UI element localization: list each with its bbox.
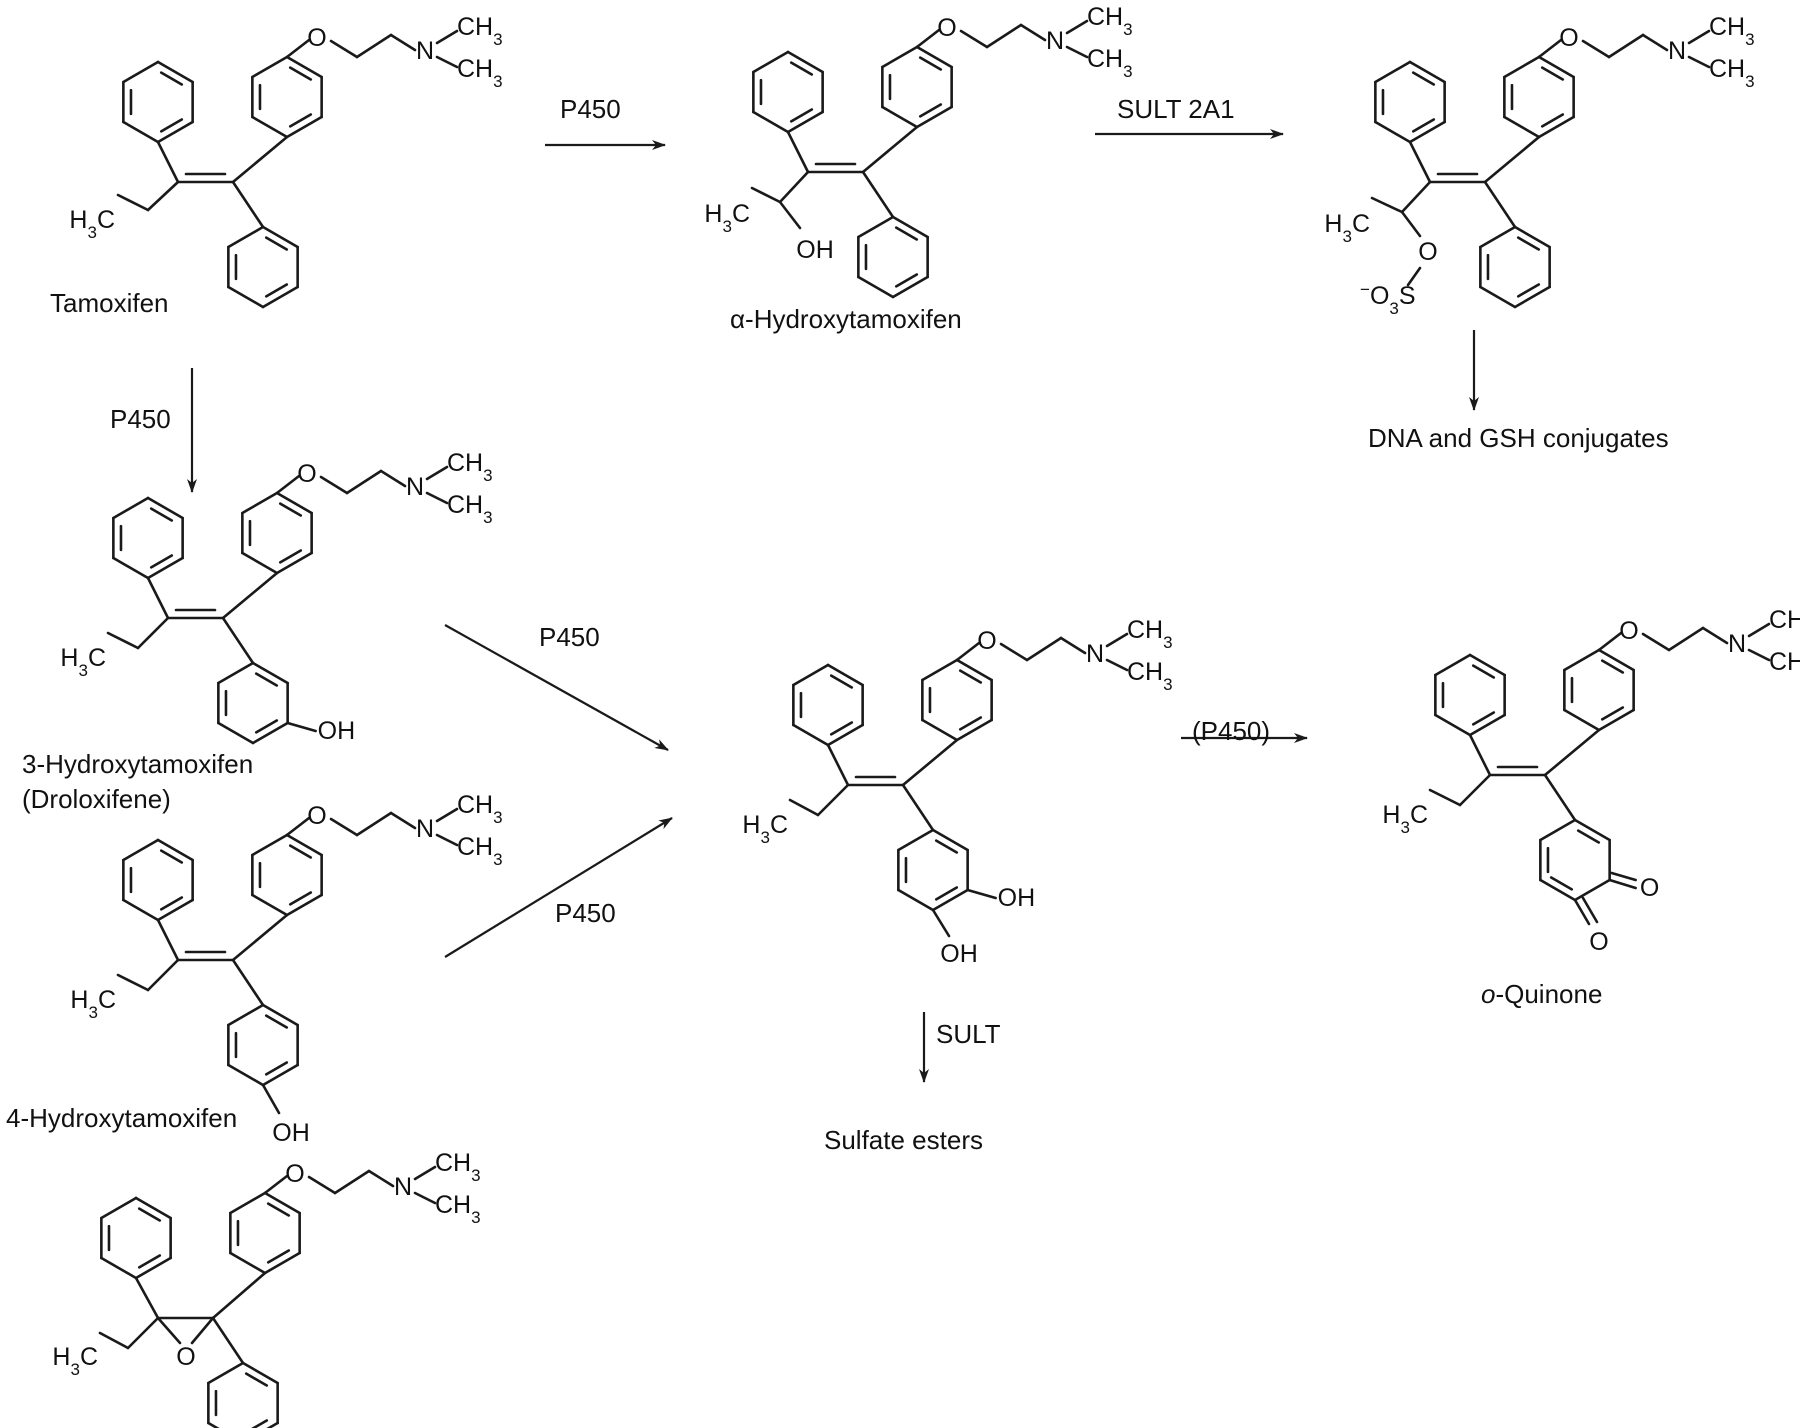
- quinone-methyl-upper: CH3: [1769, 606, 1800, 642]
- sulfate-methyl: H3C: [1324, 210, 1370, 246]
- tamoxifen-methyl-lower: CH3: [457, 55, 503, 91]
- sulfate-lower-ring: [1479, 225, 1551, 309]
- epoxide-nitrogen-atom: N: [394, 1173, 412, 1201]
- alpha-methyl: H3C: [704, 200, 750, 236]
- catechol-methyl: H3C: [742, 811, 788, 847]
- quinone-phenyl-ring: [1434, 653, 1506, 737]
- hydroxy4-oxygen-atom: O: [307, 802, 326, 830]
- catechol-nitrogen-atom: N: [1086, 640, 1104, 668]
- tamoxifen-phenyl-ring: [122, 60, 194, 144]
- hydroxy3-hydroxyl: OH: [318, 717, 356, 745]
- catechol-methyl-upper: CH3: [1127, 616, 1173, 652]
- hydroxy4-nitrogen-atom: N: [416, 815, 434, 843]
- enzyme-p450-top: P450: [560, 94, 621, 124]
- alpha-nitrogen-atom: N: [1046, 27, 1064, 55]
- quinone-oxygen-atom: O: [1619, 617, 1638, 645]
- tamoxifen-oxygen-atom: O: [307, 24, 326, 52]
- hydroxy4-methyl-upper: CH3: [457, 791, 503, 827]
- quinone-methyl-lower: CH3: [1769, 648, 1800, 684]
- sulfate-phenyl-ring: [1374, 60, 1446, 144]
- quinone-phenoxy-ring: [1563, 648, 1635, 732]
- epoxide-phenoxy-ring: [229, 1191, 301, 1275]
- enzyme-sult2a1: SULT 2A1: [1117, 94, 1235, 124]
- hydroxy3-phenoxy-ring: [241, 491, 313, 575]
- catechol-methyl-lower: CH3: [1127, 658, 1173, 694]
- label-3-hydroxytamoxifen: 3-Hydroxytamoxifen: [22, 749, 253, 779]
- alpha-oxygen-atom: O: [937, 14, 956, 42]
- molecule-skeletons: [98, 19, 1771, 1428]
- epoxide-methyl: H3C: [52, 1343, 98, 1379]
- label-4-hydroxytamoxifen: 4-Hydroxytamoxifen: [6, 1103, 237, 1133]
- alpha-methyl-upper: CH3: [1087, 3, 1133, 39]
- catechol-phenyl-ring: [792, 663, 864, 747]
- label-dna-gsh-conjugates: DNA and GSH conjugates: [1368, 423, 1669, 453]
- quinone-carbonyl-upper: O: [1640, 874, 1659, 902]
- epoxide-methyl-lower: CH3: [435, 1191, 481, 1227]
- epoxide-phenyl-ring: [100, 1196, 172, 1280]
- hydroxy4-methyl: H3C: [70, 986, 116, 1022]
- arrow-3-hydroxy-to-catechol: [444, 624, 669, 751]
- hydroxy4-phenyl-ring: [122, 838, 194, 922]
- catechol-lower-ring: [897, 828, 969, 912]
- alpha-methyl-lower: CH3: [1087, 45, 1133, 81]
- label-sulfate-esters: Sulfate esters: [824, 1125, 983, 1155]
- catechol-hydroxyl-para: OH: [940, 940, 978, 968]
- alpha-phenoxy-ring: [881, 45, 953, 129]
- epoxide-methyl-upper: CH3: [435, 1149, 481, 1185]
- hydroxy3-oxygen-atom: O: [297, 460, 316, 488]
- tamoxifen-nitrogen-atom: N: [416, 37, 434, 65]
- sulfate-oxygen-atom: O: [1559, 24, 1578, 52]
- sulfate-ester-oxygen: O: [1418, 238, 1437, 266]
- alpha-lower-ring: [857, 215, 929, 299]
- hydroxy4-hydroxyl: OH: [272, 1119, 310, 1147]
- enzyme-p450-left: P450: [110, 404, 171, 434]
- sulfate-methyl-lower: CH3: [1709, 55, 1755, 91]
- label-droloxifene: (Droloxifene): [22, 784, 171, 814]
- enzyme-p450-diag-lower: P450: [555, 898, 616, 928]
- epoxide-oxygen-atom: O: [285, 1160, 304, 1188]
- epoxide-lower-ring: [207, 1361, 279, 1428]
- catechol-phenoxy-ring: [921, 658, 993, 742]
- label-o-quinone: o-Quinone: [1481, 979, 1602, 1009]
- sulfate-methyl-upper: CH3: [1709, 13, 1755, 49]
- epoxide-oxygen: O: [176, 1343, 195, 1371]
- label-alpha-hydroxytamoxifen: α-Hydroxytamoxifen: [730, 304, 962, 334]
- hydroxy3-methyl-lower: CH3: [447, 491, 493, 527]
- quinone-carbonyl-lower: O: [1589, 928, 1608, 956]
- hydroxy4-phenoxy-ring: [251, 833, 323, 917]
- enzyme-p450-diag-upper: P450: [539, 622, 600, 652]
- arrow-4-hydroxy-to-catechol: [444, 817, 673, 958]
- hydroxy4-methyl-lower: CH3: [457, 833, 503, 869]
- sulfate-group: −O3S: [1360, 280, 1416, 318]
- hydroxy3-phenyl-ring: [112, 496, 184, 580]
- tamoxifen-ethyl-methyl: H3C: [69, 206, 115, 242]
- label-tamoxifen: Tamoxifen: [50, 288, 169, 318]
- alpha-hydroxyl: OH: [796, 236, 834, 264]
- sulfate-nitrogen-atom: N: [1668, 37, 1686, 65]
- hydroxy3-methyl-upper: CH3: [447, 449, 493, 485]
- enzyme-sult: SULT: [936, 1019, 1001, 1049]
- quinone-lower-ring: [1539, 818, 1611, 902]
- hydroxy4-lower-ring: [227, 1003, 299, 1087]
- catechol-oxygen-atom: O: [977, 627, 996, 655]
- hydroxy3-lower-ring: [217, 661, 289, 745]
- tamoxifen-phenoxy-ring: [251, 55, 323, 139]
- hydroxy3-nitrogen-atom: N: [406, 473, 424, 501]
- tamoxifen-methyl-upper: CH3: [457, 13, 503, 49]
- sulfate-phenoxy-ring: [1503, 55, 1575, 139]
- catechol-hydroxyl-meta: OH: [998, 884, 1036, 912]
- reaction-arrows: [187, 129, 1479, 1083]
- quinone-nitrogen-atom: N: [1728, 630, 1746, 658]
- tamoxifen-lower-ring: [227, 225, 299, 309]
- alpha-phenyl-ring: [752, 50, 824, 134]
- hydroxy3-methyl: H3C: [60, 644, 106, 680]
- enzyme-p450-paren: (P450): [1192, 716, 1270, 746]
- quinone-methyl: H3C: [1382, 801, 1428, 837]
